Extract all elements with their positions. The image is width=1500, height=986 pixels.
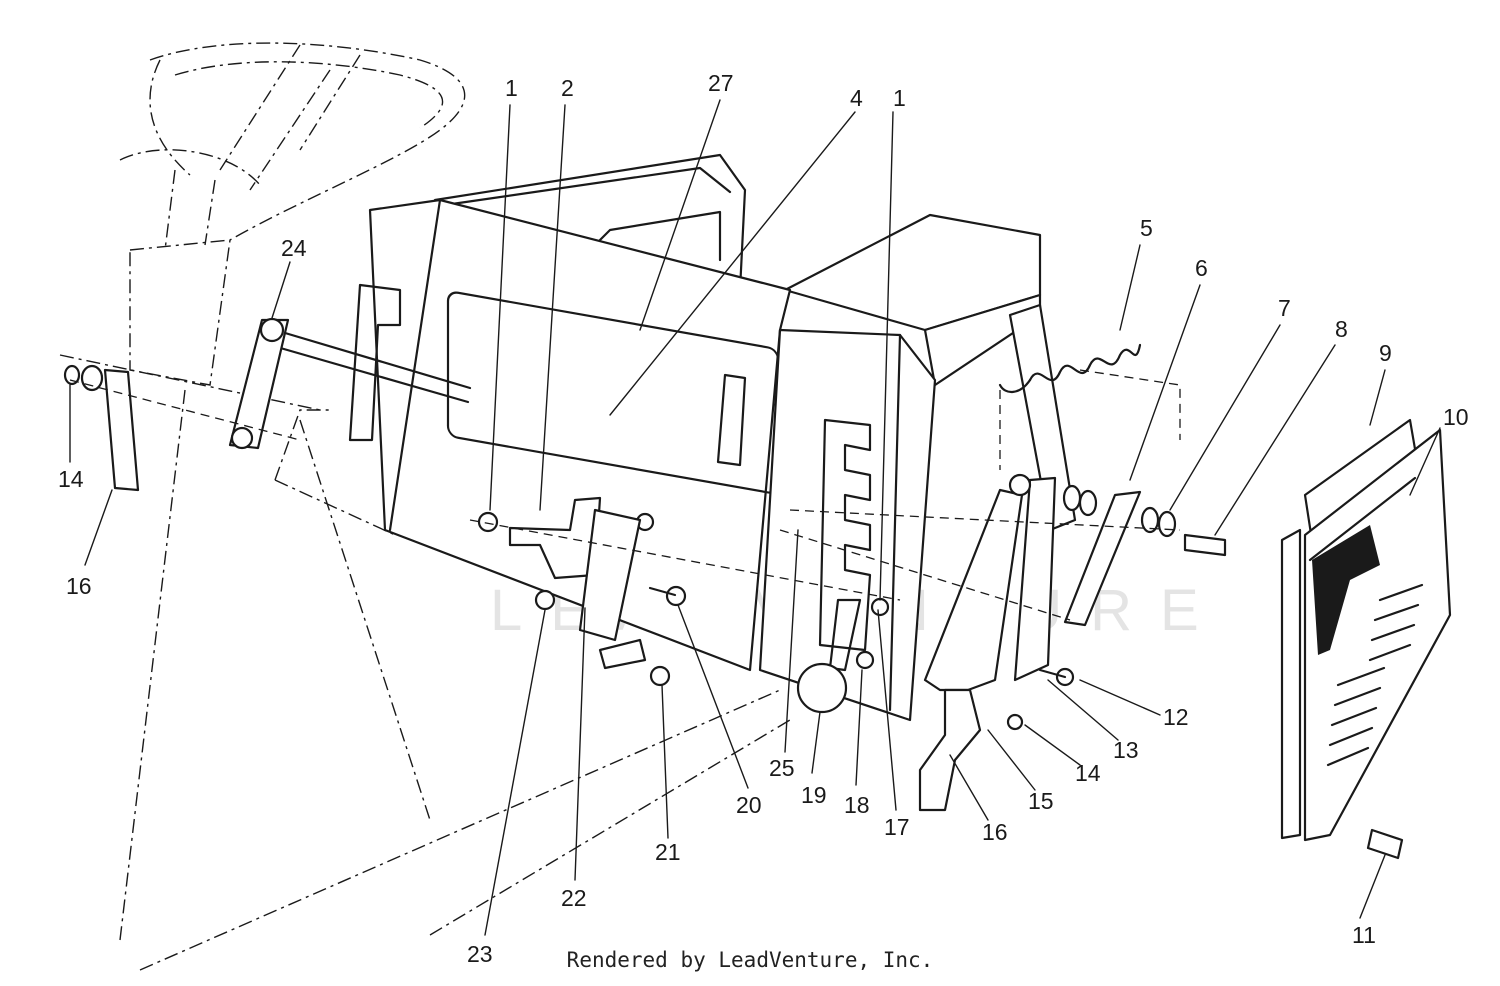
center-bracket	[469, 496, 901, 687]
callout-1: 1	[505, 75, 518, 101]
callout-19: 19	[801, 782, 827, 808]
callout-5: 5	[1140, 215, 1153, 241]
callout-23: 23	[467, 941, 493, 967]
callout-labels: 1 2 27 4 1 5 6 7 8 9 10 24 14 16 12 13 1…	[58, 70, 1469, 967]
callout-22: 22	[561, 885, 587, 911]
shaft	[228, 317, 472, 450]
callout-16-right: 16	[982, 819, 1008, 845]
spring	[998, 343, 1142, 470]
callout-21: 21	[655, 839, 681, 865]
callout-8: 8	[1335, 316, 1348, 342]
callout-13: 13	[1113, 737, 1139, 763]
callout-15: 15	[1028, 788, 1054, 814]
callout-18: 18	[844, 792, 870, 818]
callout-7: 7	[1278, 295, 1291, 321]
callout-11: 11	[1352, 922, 1376, 948]
callout-9: 9	[1379, 340, 1392, 366]
callout-6: 6	[1195, 255, 1208, 281]
side-cover	[1280, 418, 1452, 860]
callout-27: 27	[708, 70, 734, 96]
leader-lines	[69, 99, 1441, 936]
callout-14-left: 14	[58, 466, 84, 492]
callout-1-right: 1	[893, 85, 906, 111]
left-hardware	[63, 364, 301, 492]
callout-17: 17	[884, 814, 910, 840]
callout-20: 20	[736, 792, 762, 818]
right-linkage	[779, 473, 1142, 812]
shift-lever	[796, 598, 862, 714]
callout-12: 12	[1163, 704, 1189, 730]
callout-16-left: 16	[66, 573, 92, 599]
callout-25: 25	[769, 755, 795, 781]
rendered-by-footer: Rendered by LeadVenture, Inc.	[566, 948, 934, 972]
callout-4: 4	[850, 85, 863, 111]
right-console	[783, 213, 1181, 532]
callout-10: 10	[1443, 404, 1469, 430]
stack-washers	[789, 484, 1227, 557]
dash-housing	[348, 198, 937, 722]
callout-14-right: 14	[1075, 760, 1101, 786]
callout-24: 24	[281, 235, 307, 261]
callout-2: 2	[561, 75, 574, 101]
